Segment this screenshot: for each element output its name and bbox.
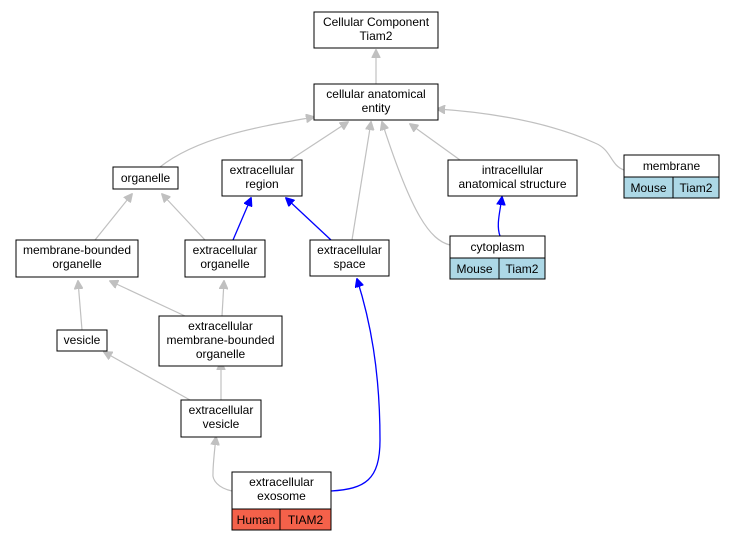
node-label-line: intracellular [482,163,543,177]
node-label-line: Tiam2 [360,29,393,43]
annotation-gene-label: TIAM2 [288,513,324,527]
node-extracellular-region[interactable]: extracellular region [221,159,303,197]
node-label-line: Cellular Component [323,15,430,29]
node-label-line: anatomical structure [458,177,566,191]
node-extracellular-vesicle[interactable]: extracellular vesicle [180,399,262,438]
node-label-line: organelle [121,171,171,185]
node-cellular-component[interactable]: Cellular Component Tiam2 [313,11,439,49]
edge-mbo-to-organelle [94,194,132,241]
edge-embo-to-mbo [110,281,186,317]
node-label-line: cytoplasm [470,240,524,254]
node-cytoplasm[interactable]: cytoplasm Mouse Tiam2 [449,235,546,280]
edge-cytoplasm-to-intracellular [498,197,502,237]
node-organelle[interactable]: organelle [112,166,179,190]
node-label-line: organelle [200,257,250,271]
node-label-line: organelle [196,347,246,361]
node-label-line: extracellular [189,403,254,417]
edge-exosome-to-extracellular-space [330,279,381,492]
edge-extracellular-region-to-cae [289,122,348,161]
annotation-cell-gene [498,257,546,280]
edge-membrane-to-cae [437,109,625,171]
node-intracellular-anatomical-structure[interactable]: intracellular anatomical structure [447,159,578,197]
annotation-species-label: Human [237,513,276,527]
edge-intracellular-to-cae [410,124,461,161]
node-extracellular-organelle[interactable]: extracellular organelle [184,239,266,278]
node-cellular-anatomical-entity[interactable]: cellular anatomical entity [313,83,439,121]
annotation-gene-label: Tiam2 [680,181,713,195]
annotation-gene-label: Tiam2 [506,262,539,276]
node-extracellular-membrane-bounded-organelle[interactable]: extracellular membrane-bounded organelle [158,315,283,367]
node-label-line: membrane-bounded [23,243,131,257]
edge-exosome-to-extracellular-vesicle [213,437,233,492]
node-label-line: extracellular [188,319,253,333]
edge-extracellular-space-to-cae [351,122,371,241]
annotation-cell-gene [672,176,720,199]
edge-embo-to-extracellular-organelle [222,281,224,317]
node-membrane[interactable]: membrane Mouse Tiam2 [623,154,720,199]
node-label-line: region [245,177,278,191]
annotation-species-label: Mouse [630,181,666,195]
node-label-line: vesicle [64,333,101,347]
edge-vesicle-to-mbo [78,281,82,331]
node-label-line: exosome [257,489,306,503]
node-membrane-bounded-organelle[interactable]: membrane-bounded organelle [15,239,139,278]
edge-extracellular-organelle-to-organelle [162,194,206,241]
node-label-line: extracellular [317,243,382,257]
node-label-line: organelle [52,257,102,271]
node-label-line: vesicle [203,417,240,431]
edge-extracellular-space-to-extracellular-region [286,198,332,241]
annotation-cell-gene [279,508,332,531]
edges [78,50,625,492]
node-extracellular-exosome[interactable]: extracellular exosome Human TIAM2 [231,471,332,531]
annotation-species-label: Mouse [456,262,492,276]
node-label-line: extracellular [230,163,295,177]
node-label-line: extracellular [193,243,258,257]
node-label-line: extracellular [249,475,314,489]
node-label-line: entity [362,101,391,115]
edge-extracellular-vesicle-to-vesicle [104,352,191,401]
node-vesicle[interactable]: vesicle [56,329,108,352]
edge-extracellular-organelle-to-extracellular-region [232,198,251,241]
edge-organelle-to-cae [159,117,314,168]
edge-cytoplasm-to-cae [382,122,451,246]
node-label-line: membrane-bounded [166,333,274,347]
node-label-line: membrane [643,159,701,173]
node-label-line: cellular anatomical [326,87,425,101]
node-extracellular-space[interactable]: extracellular space [309,239,390,277]
node-label-line: space [333,257,365,271]
